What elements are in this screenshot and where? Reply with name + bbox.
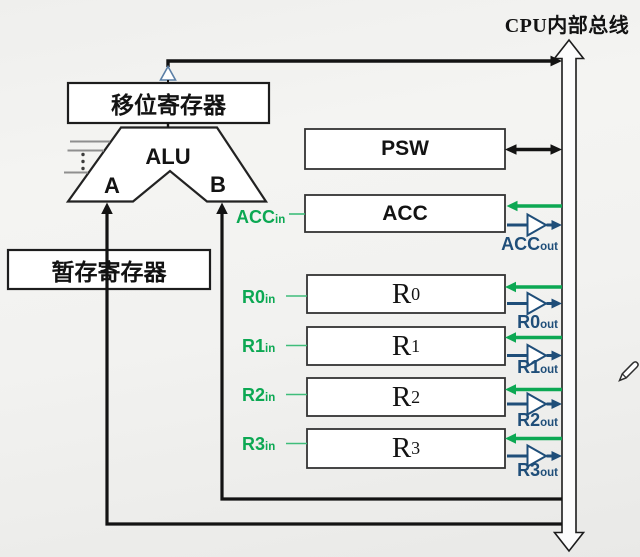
- psw-bus-wire: [505, 144, 562, 155]
- alu-label: ALU: [145, 144, 191, 169]
- register-in-arrows: [505, 200, 562, 444]
- r1-in-arrow: [505, 332, 562, 343]
- in-label-connectors: [286, 213, 307, 445]
- r1-out-signal-label: R1out: [517, 357, 558, 377]
- psw-box: [304, 128, 506, 170]
- alu-input-a-wire: [101, 202, 562, 526]
- r3-in-signal-label: R3in: [242, 434, 276, 454]
- r2-out-signal-label: R2out: [517, 410, 558, 430]
- r2-box: [306, 377, 506, 417]
- shift-register-label: 移位寄存器: [111, 93, 226, 118]
- r2-in-signal-label: R2in: [242, 385, 276, 405]
- acc-label: ACC: [382, 201, 428, 225]
- r2-out-gate: [507, 391, 562, 417]
- register-out-gates: [507, 212, 562, 469]
- alu-control-lines-icon: [64, 140, 110, 174]
- r1-in-signal-label: R1in: [242, 336, 276, 356]
- acc-out-gate: [507, 212, 562, 238]
- arrowhead: [550, 55, 562, 67]
- pen-icon: [618, 361, 639, 382]
- acc-in-arrow: [506, 200, 562, 212]
- tri-state-buffer-icon: [526, 343, 549, 368]
- acc-box: [304, 194, 506, 233]
- alu-shape: [65, 126, 269, 203]
- r2-in-arrow: [505, 384, 562, 395]
- tri-state-buffer-icon: [526, 291, 549, 316]
- bus-title: CPU内部总线: [504, 14, 630, 37]
- arrowhead: [216, 202, 228, 214]
- tri-state-buffer-icon: [526, 443, 549, 469]
- alu-port-b-label: B: [210, 172, 226, 197]
- alu-input-b-wire: [216, 202, 562, 501]
- acc-out-signal-label: ACCout: [501, 234, 558, 254]
- temp-register-label: 暂存寄存器: [51, 259, 167, 285]
- r0-out-signal-label: R0out: [517, 312, 558, 332]
- r0-in-signal-label: R0in: [242, 287, 276, 307]
- r3-in-arrow: [505, 433, 562, 444]
- arrowhead: [101, 202, 113, 214]
- shift-register-box: [66, 81, 271, 125]
- r1-out-gate: [507, 343, 562, 368]
- r3-box: [306, 428, 506, 469]
- r0-in-arrow: [505, 281, 562, 293]
- cpu-internal-bus: [552, 38, 586, 553]
- shift-output-buffer-icon: [159, 64, 177, 81]
- r3-out-signal-label: R3out: [517, 460, 558, 480]
- shift-to-bus-wire: [166, 55, 562, 67]
- acc-in-signal-label: ACCin: [236, 207, 286, 227]
- r0-out-gate: [507, 291, 562, 316]
- r0-box: [306, 274, 506, 314]
- alu-control-ellipsis-icon: [81, 152, 85, 171]
- psw-label: PSW: [381, 137, 429, 160]
- alu-port-a-label: A: [104, 173, 120, 198]
- r3-out-gate: [507, 443, 562, 469]
- tri-state-buffer-icon: [526, 212, 549, 238]
- temp-register-box: [6, 248, 212, 291]
- tri-state-buffer-icon: [526, 391, 549, 417]
